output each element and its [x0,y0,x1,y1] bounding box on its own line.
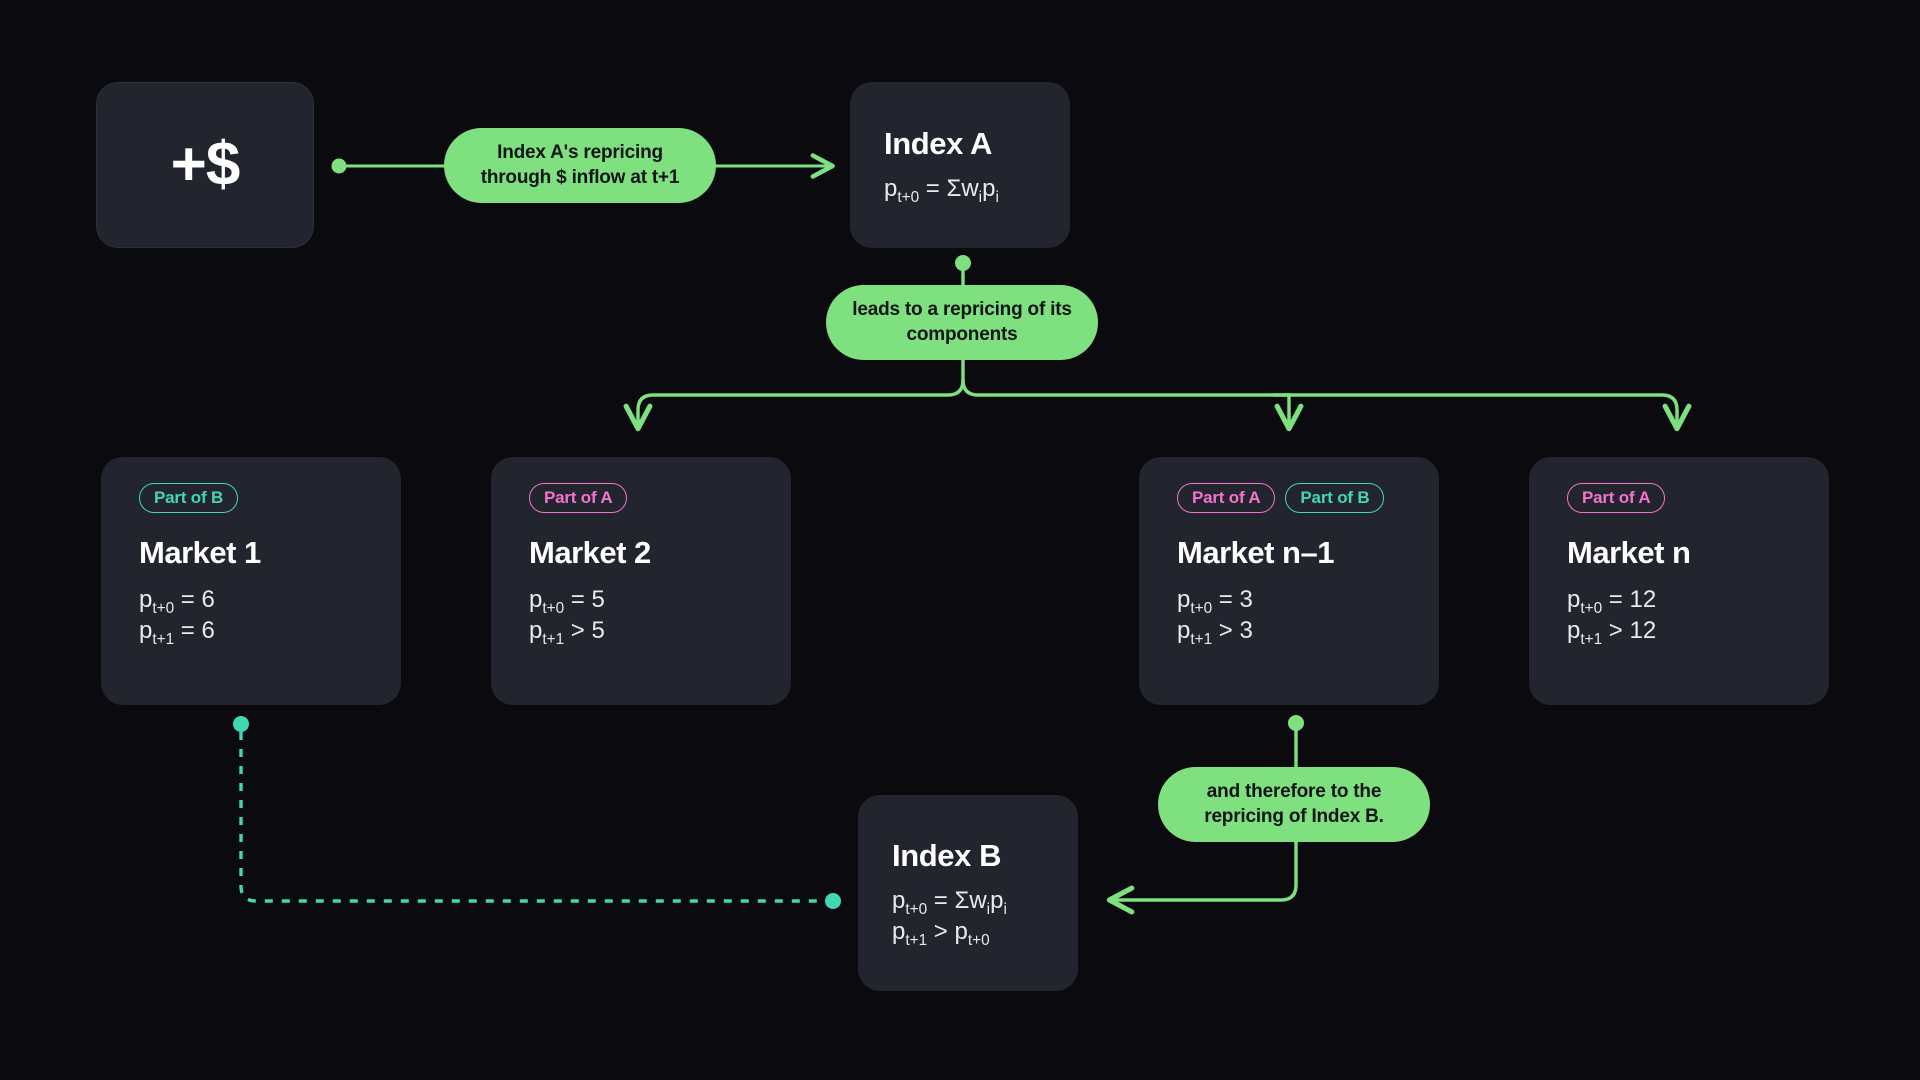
formula-mid: = Σw [927,887,987,915]
market-price-t0: pt+0 = 6 [139,585,363,616]
badge-part-of-a: Part of A [529,483,628,513]
badge-part-of-a: Part of A [1177,483,1276,513]
market-price-t0: pt+0 = 5 [529,585,753,616]
formula-sub: t+0 [152,599,175,617]
market-price-t0: pt+0 = 3 [1177,585,1401,616]
formula-mid: > p [927,918,968,945]
edge-start-dot [331,158,347,174]
market-price-t1: pt+1 > 3 [1177,616,1401,647]
formula-base: p [892,887,906,915]
formula-base: p [1177,616,1191,644]
formula-value: = 6 [174,616,215,644]
market-title: Market n–1 [1177,535,1334,570]
market-price-t0: pt+0 = 12 [1567,585,1791,616]
formula-sub: t+0 [542,599,565,617]
badge-group: Part of A [1567,483,1791,513]
market-card-n-minus-1: Part of A Part of B Market n–1 pt+0 = 3 … [1139,457,1439,705]
formula-base: p [529,616,543,644]
market-price-t1: pt+1 = 6 [139,616,363,647]
edge-market-1-to-index-b [233,716,841,909]
badge-part-of-a: Part of A [1567,483,1666,513]
formula-value: = 6 [174,586,215,613]
formula-value: > 12 [1602,616,1657,644]
formula-sub: t+1 [1190,630,1213,648]
badge-group: Part of B [139,483,363,513]
formula-sub: t+1 [1580,630,1603,648]
edge-start-dot [955,255,971,271]
edge-start-dot [233,716,249,732]
index-b-title: Index B [892,838,1002,874]
edge-start-dot [1288,715,1304,731]
formula-sub3: i [1003,901,1007,919]
index-a-title: Index A [884,125,993,161]
badge-part-of-b: Part of B [139,483,239,513]
formula-value: > 5 [564,616,605,644]
edge-label-therefore-index-b: and therefore to the repricing of Index … [1158,767,1430,842]
formula-value: > 3 [1212,616,1253,644]
dollar-inflow-icon: +$ [170,130,241,199]
formula-mid: = Σw [919,174,979,202]
edge-label-inflow: Index A's repricing through $ inflow at … [444,128,716,203]
index-a-card: Index A pt+0 = Σwipi [850,82,1070,248]
money-inflow-box: +$ [96,82,314,248]
formula-value: = 3 [1212,586,1253,613]
formula-base: p [139,616,153,644]
badge-part-of-b: Part of B [1285,483,1385,513]
formula-sub2: i [978,188,983,206]
formula-base: p [1567,586,1581,613]
formula-sub2: t+0 [967,931,990,949]
formula-base: p [139,586,153,613]
index-b-formula-line-2: pt+1 > pt+0 [892,917,1044,948]
index-b-formula-line-1: pt+0 = Σwipi [892,886,1044,917]
edge-end-dot [825,893,841,909]
market-price-t1: pt+1 > 12 [1567,616,1791,647]
formula-base: p [1177,586,1191,613]
formula-base: p [1567,616,1581,644]
market-card-n: Part of A Market n pt+0 = 12 pt+1 > 12 [1529,457,1829,705]
market-title: Market 2 [529,535,651,570]
formula-tail: p [982,174,996,202]
market-card-2: Part of A Market 2 pt+0 = 5 pt+1 > 5 [491,457,791,705]
formula-base: p [884,174,898,202]
index-a-formula: pt+0 = Σwipi [884,174,1036,205]
formula-sub: t+1 [905,931,928,949]
market-card-1: Part of B Market 1 pt+0 = 6 pt+1 = 6 [101,457,401,705]
formula-sub: t+0 [897,188,920,206]
formula-value: = 12 [1602,586,1657,613]
formula-base: p [529,586,543,613]
formula-sub: t+1 [542,630,565,648]
market-title: Market n [1567,535,1691,570]
market-title: Market 1 [139,535,261,570]
formula-sub: t+0 [1580,599,1603,617]
edge-leads-to-markets [623,354,1692,432]
badge-group: Part of A Part of B [1177,483,1401,513]
formula-value: = 5 [564,586,605,613]
formula-sub3: i [995,188,999,206]
formula-sub: t+1 [152,630,175,648]
badge-group: Part of A [529,483,753,513]
formula-tail: p [990,887,1004,915]
formula-base: p [892,918,906,945]
formula-sub: t+0 [1190,599,1213,617]
formula-sub2: i [986,901,991,919]
index-b-card: Index B pt+0 = Σwipi pt+1 > pt+0 [858,795,1078,991]
formula-sub: t+0 [905,901,928,919]
edge-label-leads-to-repricing: leads to a repricing of its components [826,285,1098,360]
market-price-t1: pt+1 > 5 [529,616,753,647]
